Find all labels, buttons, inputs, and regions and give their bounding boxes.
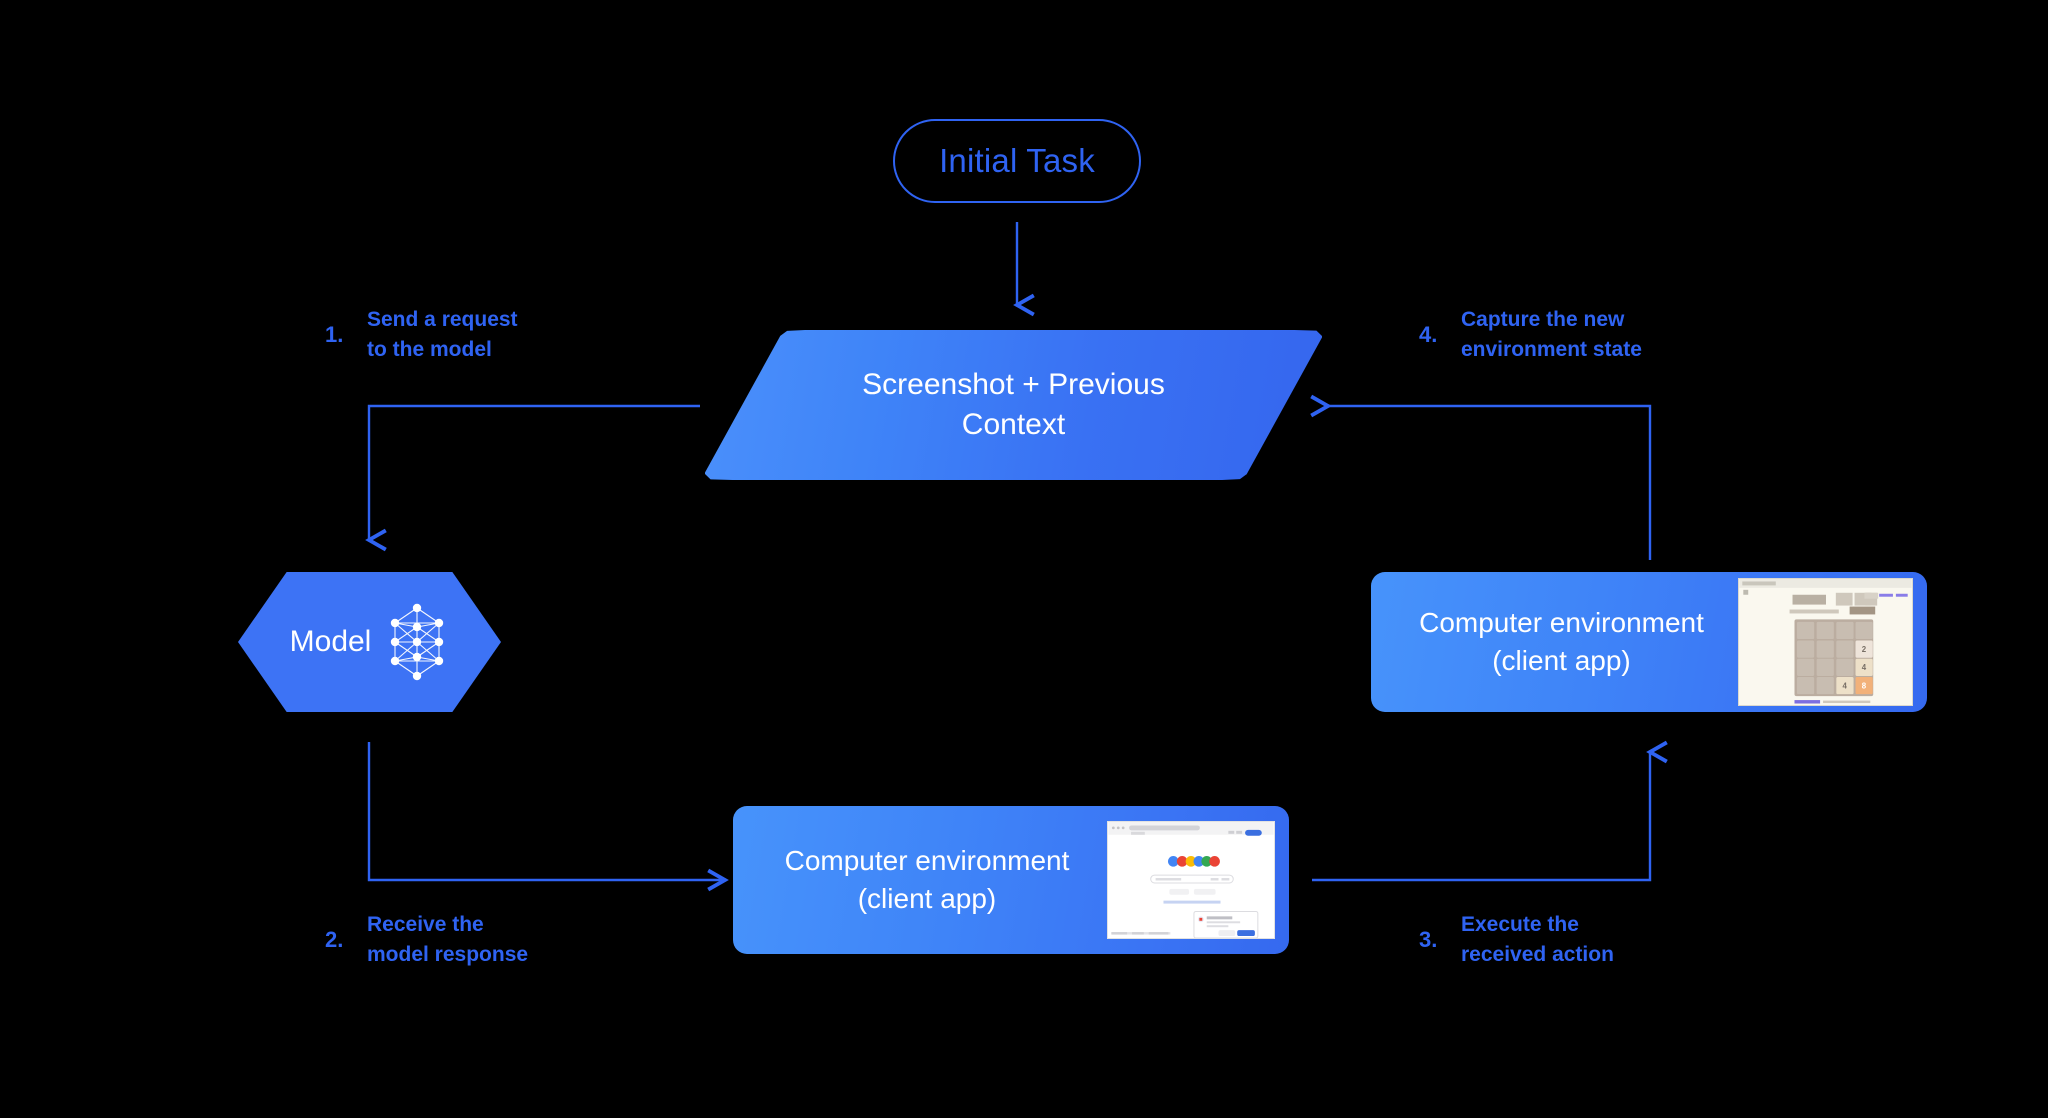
step-3-annotation: 3. Execute the received action <box>1419 910 1614 970</box>
env-card-right-label: Computer environment (client app) <box>1371 604 1738 680</box>
svg-text:4: 4 <box>1862 663 1867 672</box>
svg-text:2: 2 <box>1862 645 1867 654</box>
context-node-shape <box>705 330 1322 480</box>
step-1-annotation: 1. Send a request to the model <box>325 305 518 365</box>
step-4-annotation: 4. Capture the new environment state <box>1419 305 1642 365</box>
step-2-number: 2. <box>325 927 344 952</box>
model-node-label: Model <box>289 625 372 658</box>
step-3-text: Execute the received action <box>1461 913 1614 966</box>
env-card-right-line2: (client app) <box>1492 645 1631 676</box>
step-1-text: Send a request to the model <box>367 308 518 361</box>
step-4-number: 4. <box>1419 322 1438 347</box>
step-2-annotation: 2. Receive the model response <box>325 910 528 970</box>
initial-task-label: Initial Task <box>939 142 1095 179</box>
env-card-bottom-label: Computer environment (client app) <box>733 842 1107 918</box>
google-search-thumbnail <box>1107 821 1275 939</box>
model-node-shape <box>238 572 501 712</box>
env-card-bottom[interactable]: Computer environment (client app) <box>733 806 1289 954</box>
connector-env-right-to-context <box>1310 394 1652 560</box>
svg-text:4: 4 <box>1843 681 1848 690</box>
connector-model-to-env-bottom <box>367 742 729 892</box>
connector-env-bottom-to-env-right <box>1312 740 1668 882</box>
step-1-number: 1. <box>325 322 344 347</box>
connector-context-to-model <box>365 404 700 552</box>
initial-task-node[interactable]: Initial Task <box>893 119 1141 203</box>
2048-game-thumbnail: 2 4 4 8 <box>1738 578 1913 706</box>
env-card-right[interactable]: Computer environment (client app) <box>1371 572 1927 712</box>
context-node-label: Screenshot + Previous Context <box>705 330 1322 480</box>
context-node[interactable]: Screenshot + Previous Context <box>705 330 1322 480</box>
context-node-line2: Context <box>961 408 1066 441</box>
env-card-bottom-thumb-slot <box>1107 821 1275 939</box>
env-card-right-line1: Computer environment <box>1419 607 1704 638</box>
env-card-right-thumb-slot: 2 4 4 8 <box>1738 578 1913 706</box>
neural-network-icon <box>391 603 444 681</box>
env-card-bottom-line2: (client app) <box>857 883 997 914</box>
step-2-text: Receive the model response <box>367 913 529 966</box>
model-node[interactable]: Model <box>238 572 501 712</box>
step-3-number: 3. <box>1419 927 1438 952</box>
step-4-text: Capture the new environment state <box>1461 308 1642 361</box>
context-node-line1: Screenshot + Previous <box>862 368 1165 401</box>
svg-text:8: 8 <box>1862 681 1867 690</box>
env-card-bottom-line1: Computer environment <box>784 845 1070 876</box>
